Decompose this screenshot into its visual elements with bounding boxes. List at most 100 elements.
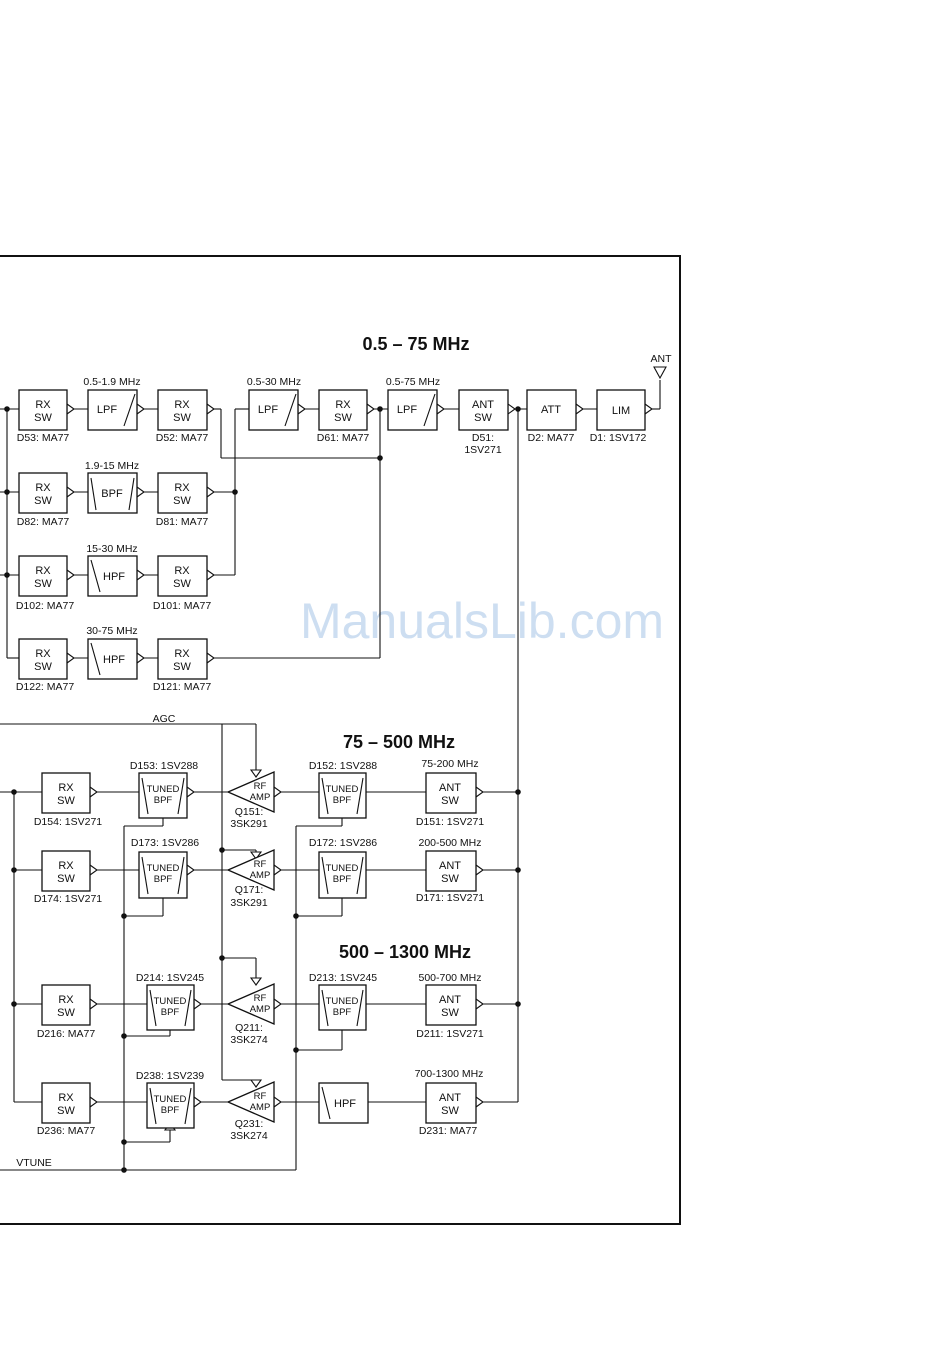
part-d216: D216: MA77: [37, 1028, 96, 1040]
range-1.9-15: 1.9-15 MHz: [85, 460, 139, 472]
part-q211: Q211:: [235, 1022, 263, 1034]
svg-text:RX: RX: [58, 782, 74, 794]
svg-text:SW: SW: [34, 495, 52, 507]
ant-sw-d171: ANT SW: [425, 850, 477, 892]
svg-text:SW: SW: [441, 873, 459, 885]
range-200-500: 200-500 MHz: [418, 837, 481, 849]
svg-text:TUNED: TUNED: [326, 996, 359, 1007]
part-d122: D122: MA77: [16, 681, 75, 693]
svg-text:SW: SW: [441, 1105, 459, 1117]
agc-label: AGC: [153, 713, 176, 725]
svg-text:SW: SW: [57, 1105, 75, 1117]
svg-text:RF: RF: [254, 781, 267, 792]
svg-text:BPF: BPF: [333, 874, 352, 885]
lpf-0.5-75: LPF: [387, 389, 438, 431]
svg-text:HPF: HPF: [103, 654, 125, 666]
watermark: ManualsLib.com: [300, 593, 664, 649]
part-d102: D102: MA77: [16, 600, 75, 612]
part-d171: D171: 1SV271: [416, 892, 484, 904]
rx-sw-d61: RX SW: [318, 389, 368, 431]
svg-text:RX: RX: [174, 565, 190, 577]
svg-text:RF: RF: [254, 859, 267, 870]
svg-text:ATT: ATT: [541, 404, 561, 416]
rx-sw-d174: RX SW: [41, 850, 91, 892]
part-d153: D153: 1SV288: [130, 760, 198, 772]
part-d51: D51:: [472, 432, 494, 444]
tuned-bpf-d238: TUNED BPF: [146, 1082, 195, 1129]
rx-sw-d154: RX SW: [41, 772, 91, 814]
svg-text:RX: RX: [35, 648, 51, 660]
svg-text:TUNED: TUNED: [326, 784, 359, 795]
rx-sw-d53: RX SW: [18, 389, 68, 431]
rx-sw-d122: RX SW: [18, 638, 68, 680]
svg-text:LPF: LPF: [97, 404, 117, 416]
tuned-bpf-d153: TUNED BPF: [138, 772, 188, 819]
att-block: ATT: [526, 389, 577, 431]
band-title-500-1300: 500 – 1300 MHz: [339, 942, 471, 962]
svg-text:SW: SW: [173, 661, 191, 673]
part-q151-type: 3SK291: [230, 818, 268, 830]
rx-sw-d216: RX SW: [41, 984, 91, 1026]
svg-text:SW: SW: [57, 795, 75, 807]
svg-text:SW: SW: [34, 578, 52, 590]
svg-text:SW: SW: [34, 661, 52, 673]
part-d82: D82: MA77: [17, 516, 70, 528]
part-d53: D53: MA77: [17, 432, 70, 444]
part-d211: D211: 1SV271: [416, 1028, 484, 1040]
svg-text:RX: RX: [58, 1092, 74, 1104]
svg-text:RX: RX: [58, 860, 74, 872]
part-d121: D121: MA77: [153, 681, 212, 693]
part-q231-type: 3SK274: [230, 1130, 268, 1142]
rx-sw-d82: RX SW: [18, 472, 68, 514]
svg-text:RF: RF: [254, 993, 267, 1004]
svg-text:RX: RX: [58, 994, 74, 1006]
part-q211-type: 3SK274: [230, 1034, 268, 1046]
svg-text:SW: SW: [474, 412, 492, 424]
rx-sw-d236: RX SW: [41, 1082, 91, 1124]
svg-text:RX: RX: [35, 565, 51, 577]
svg-text:ANT: ANT: [439, 994, 461, 1006]
svg-text:SW: SW: [441, 1007, 459, 1019]
part-d154: D154: 1SV271: [34, 816, 102, 828]
range-75-200: 75-200 MHz: [421, 758, 478, 770]
vtune-label: VTUNE: [16, 1157, 52, 1169]
svg-text:RX: RX: [35, 399, 51, 411]
svg-text:LIM: LIM: [612, 405, 630, 417]
part-d152: D152: 1SV288: [309, 760, 377, 772]
svg-text:AMP: AMP: [250, 1102, 271, 1113]
svg-text:BPF: BPF: [333, 795, 352, 806]
lpf-0.5-1.9: LPF: [87, 389, 138, 431]
svg-text:RX: RX: [174, 482, 190, 494]
rx-sw-d102: RX SW: [18, 555, 68, 597]
range-0.5-30: 0.5-30 MHz: [247, 376, 301, 388]
rf-amp-q211: RF AMP: [226, 983, 275, 1025]
svg-text:BPF: BPF: [161, 1105, 180, 1116]
svg-text:LPF: LPF: [258, 404, 278, 416]
svg-text:HPF: HPF: [103, 571, 125, 583]
svg-text:BPF: BPF: [154, 874, 173, 885]
range-30-75: 30-75 MHz: [86, 625, 137, 637]
ant-label: ANT: [651, 353, 673, 365]
rx-sw-d81: RX SW: [157, 472, 208, 514]
ant-sw-d231: ANT SW: [425, 1082, 477, 1124]
part-d61: D61: MA77: [317, 432, 370, 444]
svg-text:RX: RX: [335, 399, 351, 411]
diagram-frame: [0, 255, 681, 1225]
rx-sw-d52: RX SW: [157, 389, 208, 431]
svg-text:TUNED: TUNED: [326, 863, 359, 874]
rx-sw-d101: RX SW: [157, 555, 208, 597]
part-d236: D236: MA77: [37, 1125, 96, 1137]
junction-dots: [4, 406, 521, 1173]
tuned-bpf-d152: TUNED BPF: [318, 772, 367, 819]
hpf-30-75: HPF: [87, 638, 138, 680]
antenna-icon: [653, 366, 667, 380]
svg-text:ANT: ANT: [472, 399, 494, 411]
tuned-bpf-d172: TUNED BPF: [318, 851, 367, 899]
bpf-1.9-15: BPF: [87, 472, 138, 514]
svg-text:BPF: BPF: [333, 1007, 352, 1018]
svg-text:ANT: ANT: [439, 860, 461, 872]
range-0.5-75: 0.5-75 MHz: [386, 376, 440, 388]
svg-text:TUNED: TUNED: [154, 1094, 187, 1105]
part-d52: D52: MA77: [156, 432, 209, 444]
